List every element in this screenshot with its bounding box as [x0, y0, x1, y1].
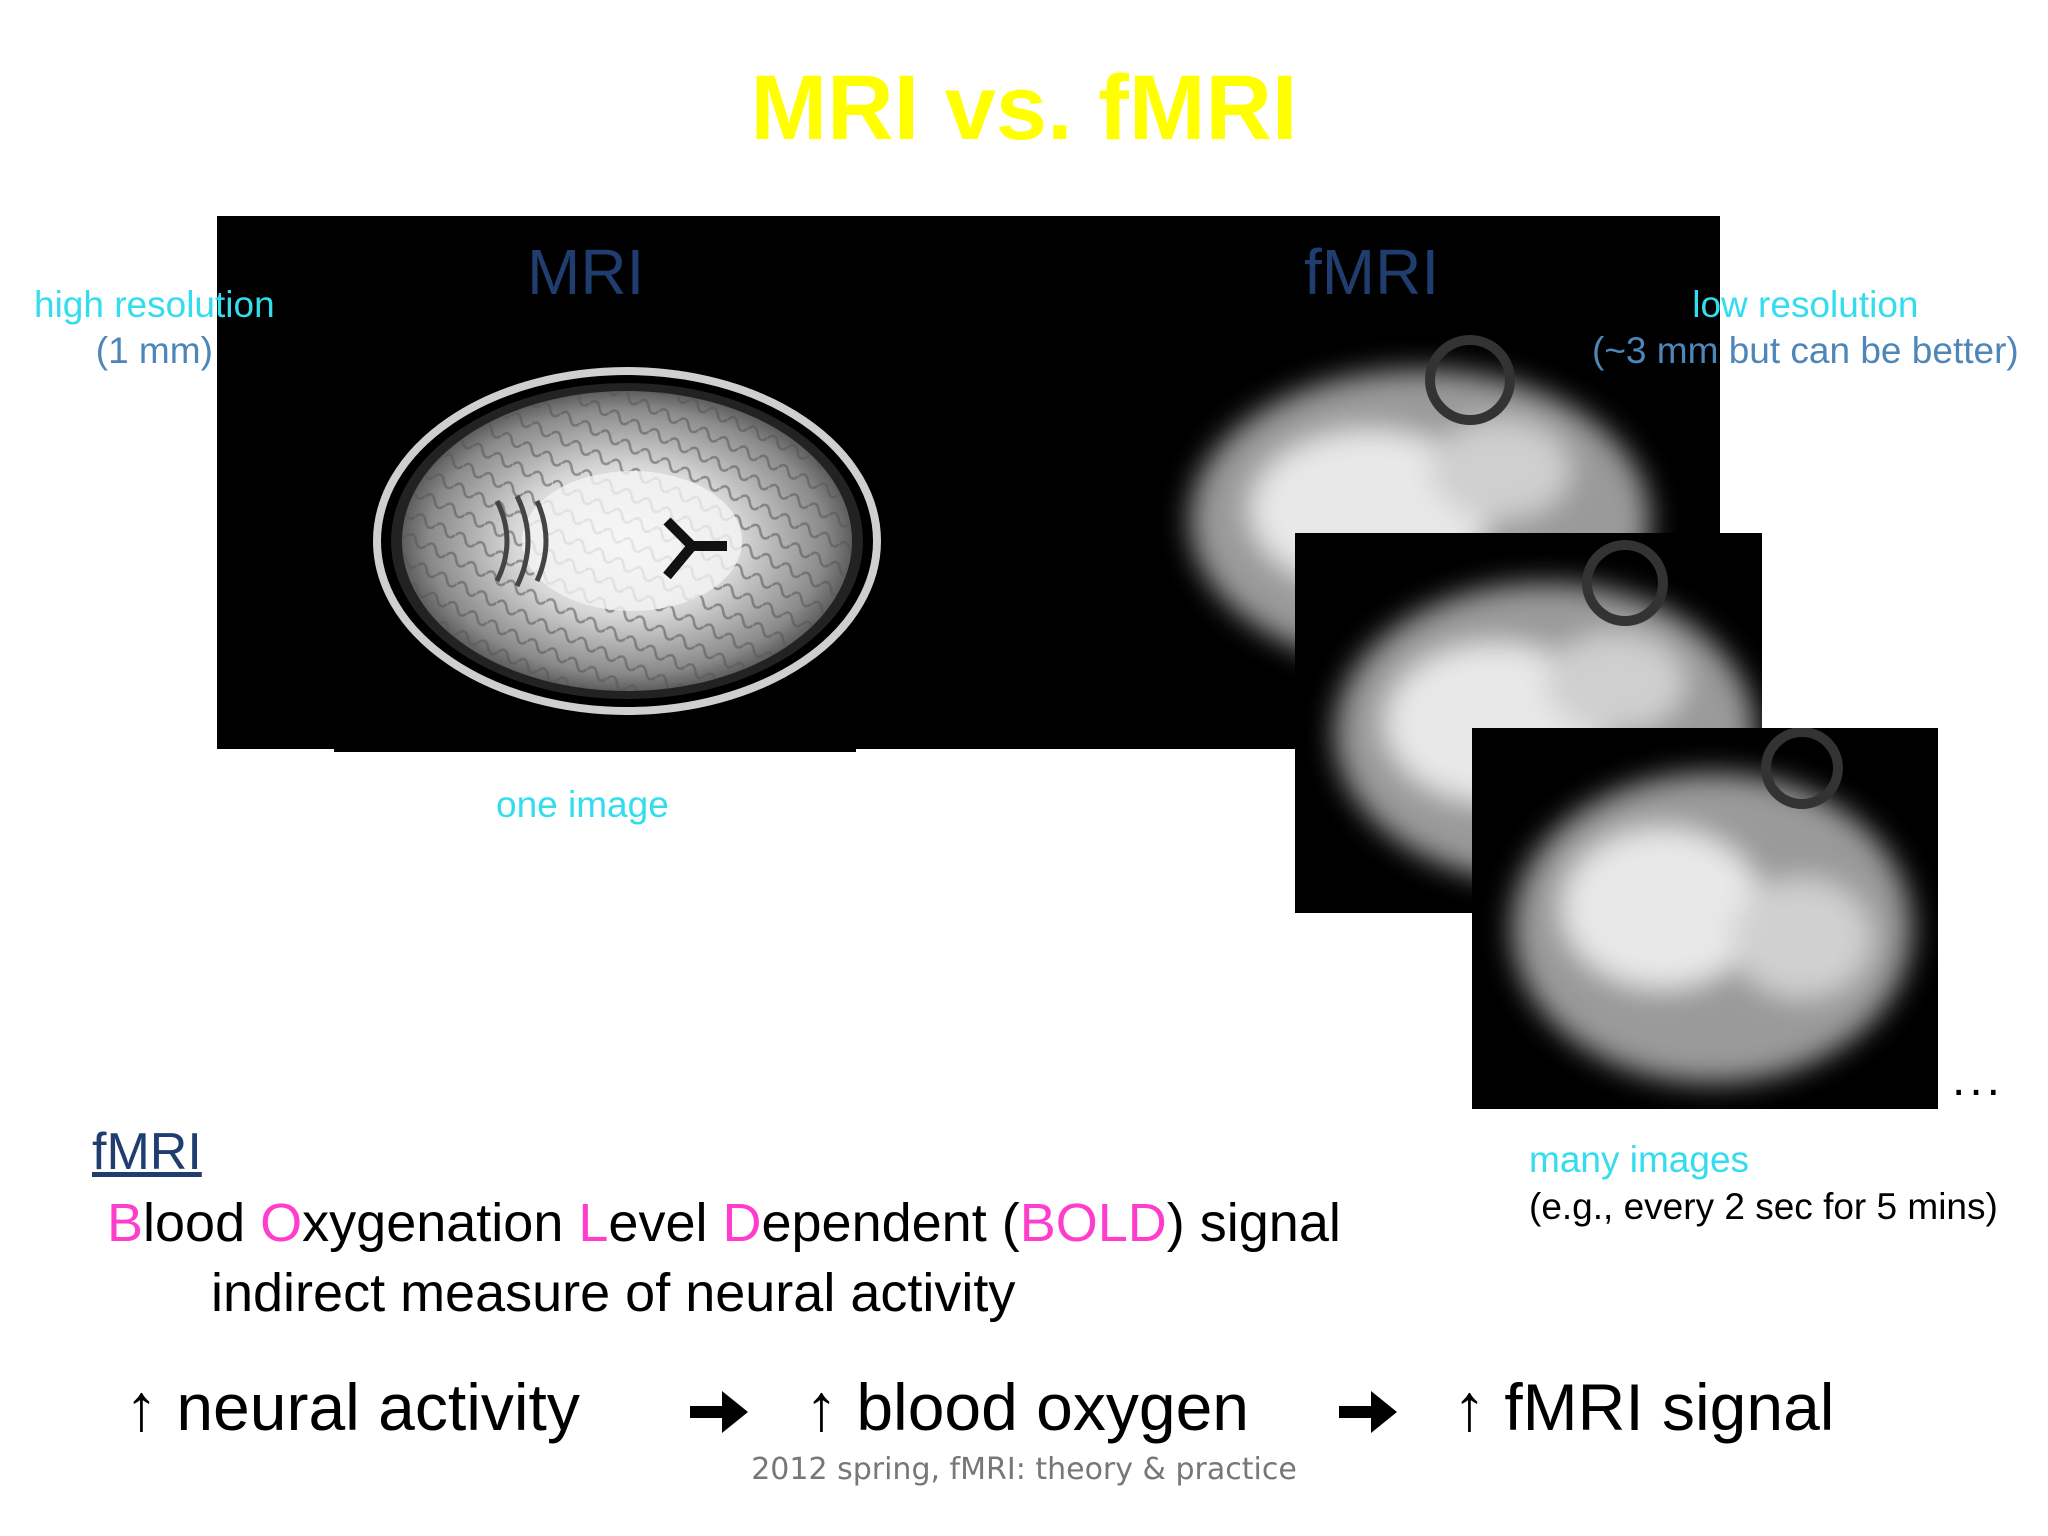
indirect-measure-text: indirect measure of neural activity: [211, 1263, 1016, 1323]
low-resolution-label: low resolution: [1692, 284, 1919, 325]
many-images-detail: (e.g., every 2 sec for 5 mins): [1529, 1186, 1998, 1227]
many-images-caption: many images: [1529, 1139, 1750, 1180]
mri-brain-image: [373, 367, 881, 715]
high-resolution-value: (1 mm): [95, 330, 213, 372]
high-resolution-text: high resolution (1 mm): [34, 282, 275, 375]
more-images-ellipsis: ...: [1952, 1053, 2005, 1106]
panel-edge: [334, 749, 856, 752]
bold-word-evel: evel: [608, 1193, 723, 1253]
low-resolution-text: low resolution (~3 mm but can be better): [1592, 282, 2019, 375]
bold-word-ependent: ependent (: [761, 1193, 1020, 1253]
chain-fmri-signal: ↑ fMRI signal: [1453, 1374, 1834, 1440]
fmri-heading: fMRI: [92, 1123, 202, 1181]
chain-label: blood oxygen: [856, 1370, 1249, 1444]
right-arrow-icon: [1339, 1391, 1397, 1433]
chain-label: fMRI signal: [1504, 1370, 1835, 1444]
chain-label: neural activity: [176, 1370, 580, 1444]
one-image-caption: one image: [496, 784, 669, 825]
slide-title: MRI vs. fMRI: [750, 57, 1298, 159]
chain-neural-activity: ↑ neural activity: [125, 1374, 580, 1440]
low-resolution-value: (~3 mm but can be better): [1592, 330, 2019, 372]
bold-letter-o: O: [260, 1193, 303, 1253]
fmri-frame-3: [1472, 728, 1938, 1109]
bold-letter-l: L: [578, 1193, 609, 1253]
bold-definition: Blood Oxygenation Level Dependent (BOLD)…: [107, 1192, 1341, 1254]
up-arrow-icon: ↑: [1453, 1370, 1486, 1444]
bold-letter-b: B: [107, 1193, 144, 1253]
mri-label: MRI: [527, 236, 645, 308]
right-arrow-icon: [690, 1391, 748, 1433]
bold-letter-d: D: [722, 1193, 762, 1253]
up-arrow-icon: ↑: [805, 1370, 838, 1444]
up-arrow-icon: ↑: [125, 1370, 158, 1444]
bold-word-xygenation: xygenation: [302, 1193, 579, 1253]
fmri-label: fMRI: [1304, 236, 1440, 308]
bold-word-signal: ) signal: [1166, 1193, 1341, 1253]
bold-acronym: BOLD: [1019, 1193, 1167, 1253]
high-resolution-label: high resolution: [34, 284, 275, 325]
bold-word-lood: lood: [143, 1193, 261, 1253]
chain-blood-oxygen: ↑ blood oxygen: [805, 1374, 1249, 1440]
slide-footer: 2012 spring, fMRI: theory & practice: [751, 1452, 1297, 1487]
